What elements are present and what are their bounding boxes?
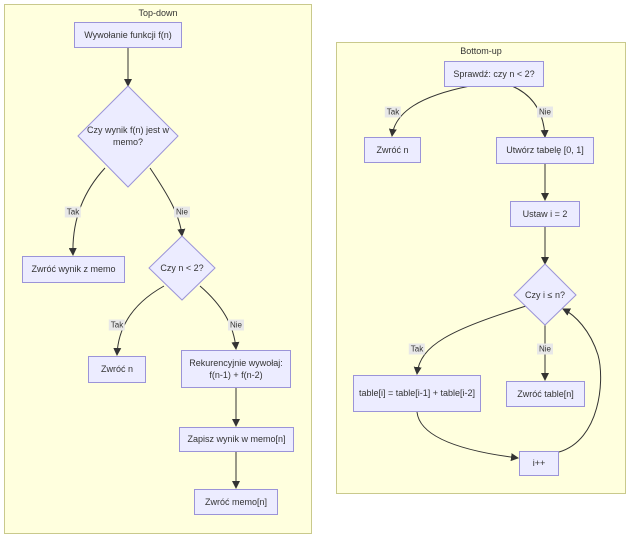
- bu-check-n-label: Sprawdź: czy n < 2?: [453, 68, 535, 79]
- check-memo-text: Czy wynik f(n) jest w memo?: [86, 124, 169, 147]
- save-memo-label: Zapisz wynik w memo[n]: [187, 434, 286, 445]
- compute-label: table[i] = table[i-1] + table[i-2]: [358, 388, 476, 399]
- check-memo-label: Czy wynik f(n) jest w memo?: [86, 118, 170, 154]
- bu-check-n-node: Sprawdź: czy n < 2?: [444, 61, 544, 87]
- bu-edge-label-tak-2: Tak: [408, 343, 426, 355]
- check-memo-diamond: [77, 85, 179, 188]
- create-table-label: Utwórz tabelę [0, 1]: [506, 145, 584, 156]
- edge-check-memo-no: [149, 167, 186, 237]
- edge-bu-check-no: [511, 85, 549, 138]
- edge-inc-to-check-i: [558, 308, 602, 453]
- return-final-label: Zwróć memo[n]: [204, 496, 267, 507]
- bu-edge-label-nie-2: Nie: [536, 343, 554, 355]
- compute-node: table[i] = table[i-1] + table[i-2]: [353, 375, 481, 412]
- bu-return-n-label: Zwróć n: [376, 144, 409, 155]
- return-table-node: Zwróć table[n]: [506, 381, 585, 407]
- edge-check-n-no: [199, 285, 240, 350]
- set-i-node: Ustaw i = 2: [510, 201, 580, 227]
- check-i-diamond: [513, 263, 577, 326]
- call-function-node: Wywołanie funkcji f(n): [74, 22, 182, 48]
- save-memo-node: Zapisz wynik w memo[n]: [179, 427, 294, 452]
- bottom-up-cluster: Bottom-up: [336, 42, 626, 494]
- return-memo-node: Zwróć wynik z memo: [22, 256, 125, 283]
- edge-compute-to-inc: [416, 411, 519, 462]
- bottom-up-title: Bottom-up: [460, 46, 502, 56]
- check-n-diamond: [148, 235, 216, 301]
- edge-bu-check-yes: [388, 85, 471, 137]
- edge-label-tak-2: Tak: [108, 319, 126, 331]
- edge-label-nie-1: Nie: [173, 206, 191, 218]
- check-n-label: Czy n < 2?: [152, 260, 212, 276]
- return-n-node: Zwróć n: [88, 356, 146, 383]
- return-final-node: Zwróć memo[n]: [194, 489, 278, 515]
- return-memo-label: Zwróć wynik z memo: [31, 264, 116, 275]
- increment-label: i++: [532, 458, 546, 469]
- check-i-text: Czy i ≤ n?: [525, 289, 565, 300]
- call-function-label: Wywołanie funkcji f(n): [84, 29, 172, 40]
- edge-label-nie-2: Nie: [227, 319, 245, 331]
- edge-check-n-yes: [113, 285, 165, 356]
- return-table-label: Zwróć table[n]: [517, 388, 574, 399]
- recurse-label: Rekurencyjnie wywołaj: f(n-1) + f(n-2): [189, 357, 283, 380]
- bu-edge-label-nie-1: Nie: [536, 106, 554, 118]
- edge-label-tak-1: Tak: [64, 206, 82, 218]
- return-n-label: Zwróć n: [100, 364, 133, 375]
- bu-return-n-node: Zwróć n: [364, 137, 421, 163]
- top-down-title: Top-down: [138, 8, 178, 18]
- increment-node: i++: [519, 451, 559, 476]
- recurse-node: Rekurencyjnie wywołaj: f(n-1) + f(n-2): [181, 350, 291, 388]
- set-i-label: Ustaw i = 2: [522, 208, 568, 219]
- check-i-label: Czy i ≤ n?: [517, 287, 573, 303]
- edge-check-i-yes: [413, 305, 527, 375]
- bu-edge-label-tak-1: Tak: [384, 106, 402, 118]
- check-n-text: Czy n < 2?: [160, 262, 204, 273]
- create-table-node: Utwórz tabelę [0, 1]: [496, 137, 594, 164]
